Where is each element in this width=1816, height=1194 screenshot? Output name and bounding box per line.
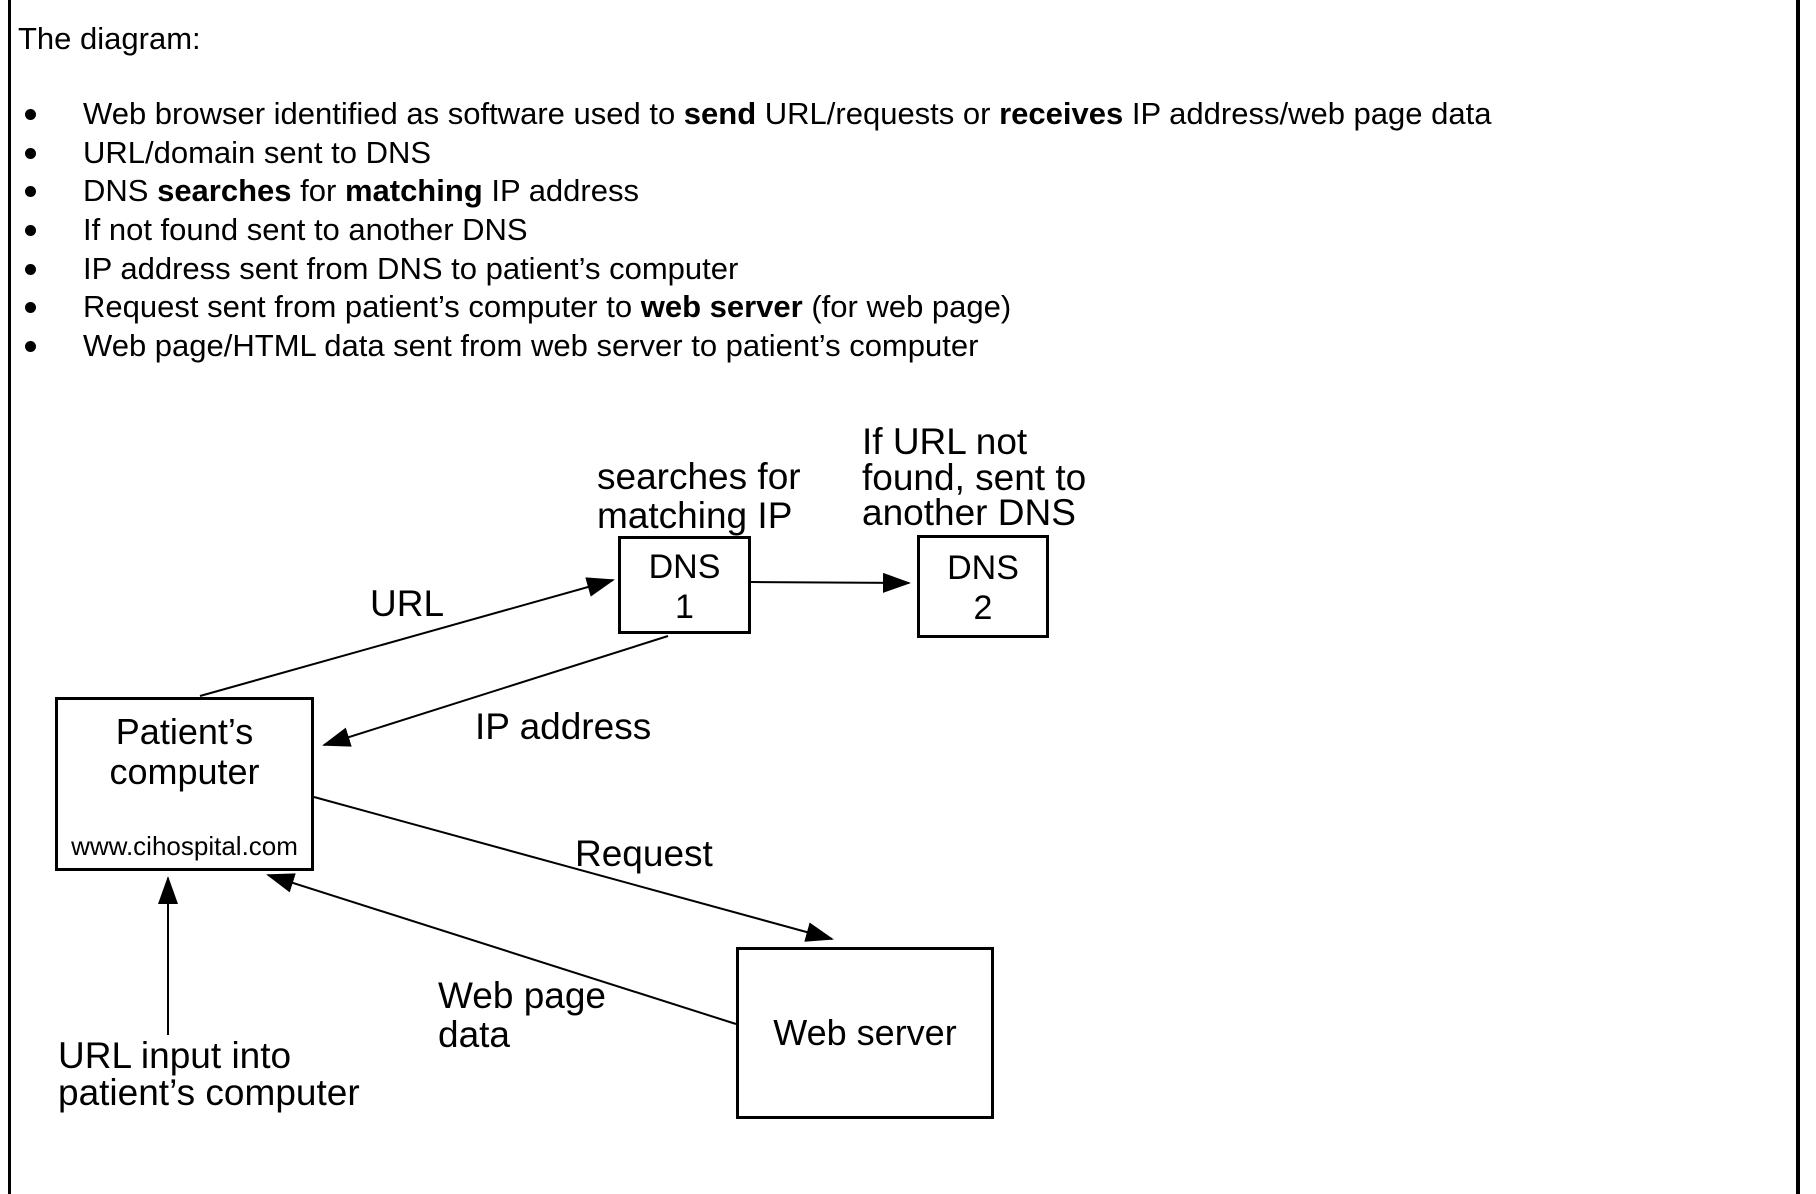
dns1-label-line1: DNS — [648, 548, 721, 586]
bullet-text: IP address/web page data — [1123, 96, 1492, 131]
bullet-dot-icon — [25, 186, 36, 198]
url-input-label: URL input into patient’s computer — [58, 1037, 360, 1111]
bullet-text-bold: searches — [157, 173, 292, 209]
dns2-label-line1: DNS — [947, 549, 1019, 587]
url-input-label-line2: patient’s computer — [58, 1072, 360, 1113]
bullet-dot-icon — [25, 340, 36, 352]
url-arrow-label: URL — [370, 583, 445, 624]
bullet-text: If not found sent to another DNS — [83, 211, 528, 247]
bullet-text: URL/domain sent to DNS — [83, 134, 432, 170]
dns1-label-line2: 1 — [675, 588, 694, 626]
url-input-label-line1: URL input into — [58, 1035, 292, 1076]
bullet-dot-icon — [25, 263, 36, 275]
dns2-note-line3: another DNS — [862, 492, 1076, 533]
bullet-dot-icon — [25, 109, 36, 120]
bullet-item: If not found sent to another DNS — [25, 211, 1785, 250]
patient-computer-box: Patient’s computer www.cihospital.com — [55, 697, 314, 871]
web-server-box: Web server — [736, 947, 994, 1119]
dns2-note-line2: found, sent to — [862, 456, 1087, 498]
bullet-item: Web page/HTML data sent from web server … — [25, 327, 1785, 366]
web-page-data-label-line2: data — [438, 1014, 511, 1055]
bullet-text: IP address sent from DNS to patient’s co… — [83, 250, 739, 286]
bullet-text: Web browser identified as software used … — [83, 96, 684, 131]
bullet-text: Request sent from patient’s computer to — [83, 289, 641, 325]
bullet-text-bold: receives — [999, 96, 1124, 131]
dns2-box: DNS 2 — [917, 535, 1049, 638]
page-border-right — [1796, 0, 1800, 1194]
bullet-text: (for web page) — [802, 289, 1012, 325]
web-page-data-label-line1: Web page — [438, 975, 606, 1016]
bullet-text: URL/requests or — [756, 96, 1000, 131]
ip-address-arrow-label: IP address — [475, 706, 652, 747]
web-server-label: Web server — [773, 1012, 957, 1053]
patient-computer-url-text: www.cihospital.com — [71, 831, 298, 861]
bullet-item: IP address sent from DNS to patient’s co… — [25, 250, 1785, 289]
dns1-note-line2: matching IP — [597, 495, 793, 536]
bullet-list: Web browser identified as software used … — [25, 95, 1785, 366]
bullet-text-bold: web server — [640, 289, 803, 325]
bullet-text: for — [291, 173, 345, 209]
dns1-note-label: searches for matching IP — [597, 457, 801, 535]
bullet-item: URL/domain sent to DNS — [25, 134, 1785, 173]
request-arrow — [313, 796, 834, 942]
web-page-data-arrow-label: Web page data — [438, 976, 606, 1054]
dns2-label-line2: 2 — [973, 589, 993, 627]
dns1-to-dns2-arrow — [750, 572, 911, 593]
bullet-item: Request sent from patient’s computer to … — [25, 288, 1785, 327]
bullet-text: IP address — [482, 173, 639, 209]
page-title: The diagram: — [18, 21, 201, 56]
bullet-text: DNS — [83, 173, 158, 209]
dns2-note-line1: If URL not — [862, 421, 1028, 462]
dns1-box: DNS 1 — [618, 536, 751, 634]
bullet-text-bold: send — [683, 96, 757, 131]
bullet-item: DNS searches for matching IP address — [25, 172, 1785, 211]
patient-computer-label-line2: computer — [109, 751, 260, 792]
patient-computer-label-line1: Patient’s — [115, 711, 254, 752]
bullet-text-bold: matching — [344, 173, 483, 209]
dns2-note-label: If URL not found, sent to another DNS — [862, 421, 1087, 533]
page-border-left — [8, 0, 11, 1194]
bullet-item: Web browser identified as software used … — [25, 95, 1785, 134]
bullet-dot-icon — [25, 224, 36, 236]
bullet-dot-icon — [25, 147, 36, 159]
dns1-note-line1: searches for — [597, 456, 801, 497]
bullet-dot-icon — [25, 302, 36, 314]
bullet-text: Web page/HTML data sent from web server … — [83, 327, 979, 363]
request-arrow-label: Request — [575, 833, 713, 874]
